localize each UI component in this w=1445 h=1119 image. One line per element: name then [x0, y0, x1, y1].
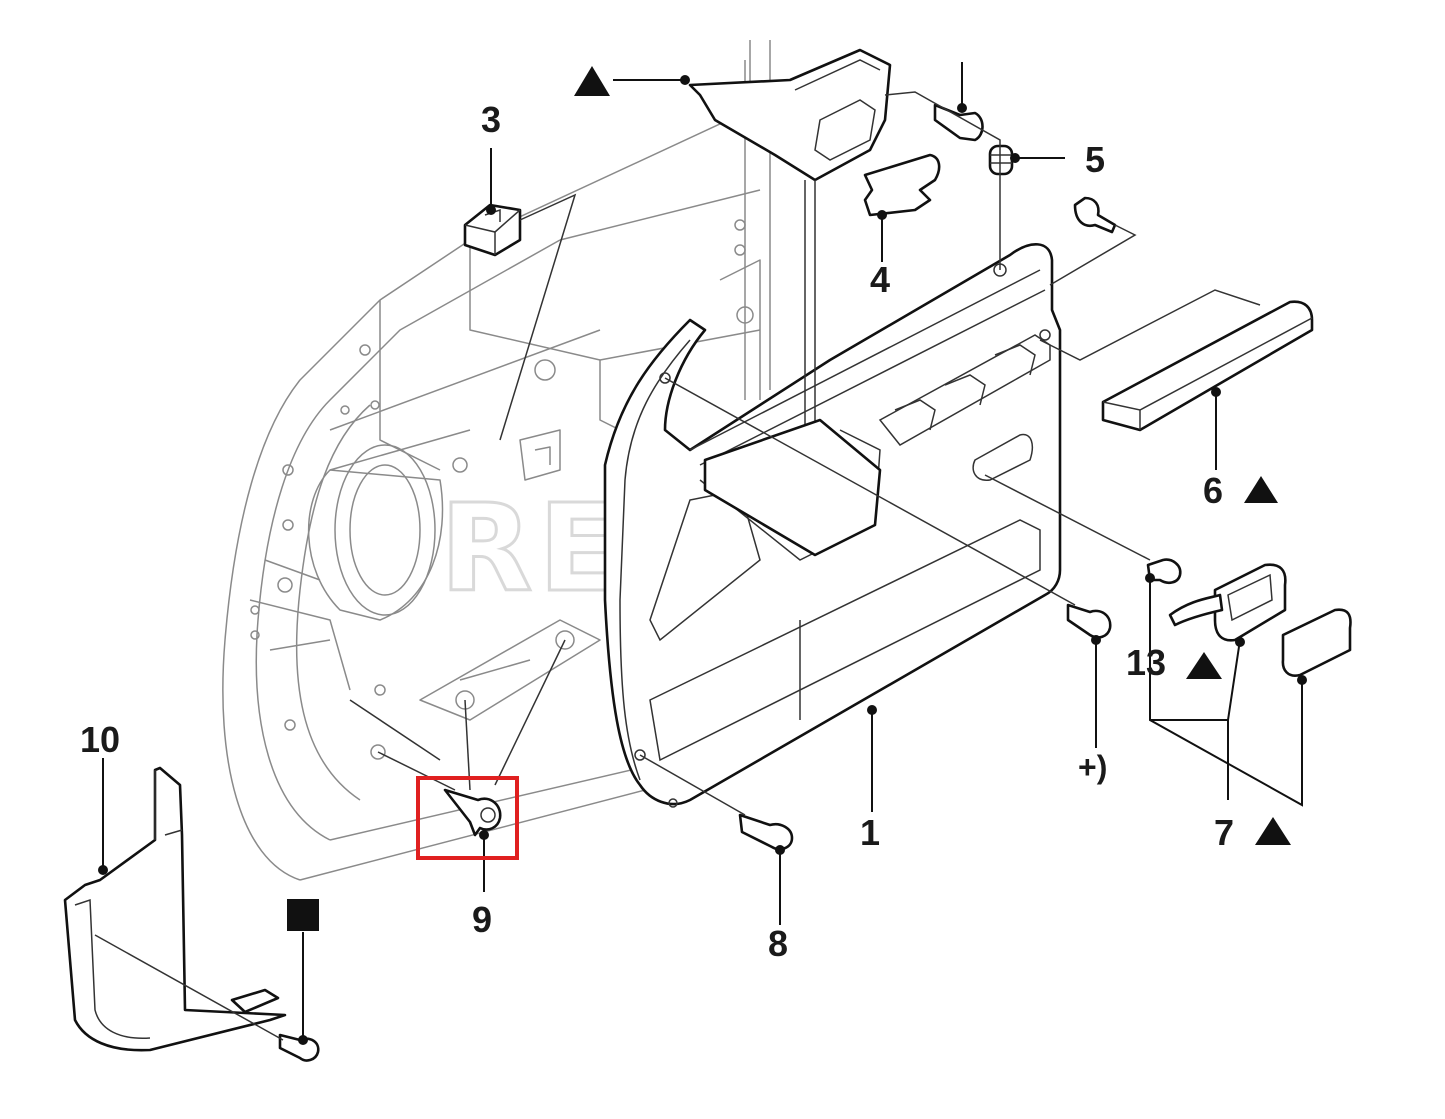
label-part-plus: +)	[1078, 749, 1107, 785]
upper-bracket	[688, 48, 892, 557]
triangle-marker-top	[574, 66, 610, 96]
screw-part-8	[738, 813, 794, 851]
assembly-guide-lines	[94, 91, 1261, 1041]
part-labels: 1 3 4 5 6 7 8 9 10 13 +)	[80, 99, 1234, 964]
handle-part-7	[1168, 563, 1352, 677]
label-part-10: 10	[80, 719, 120, 760]
triangle-marker-13	[1186, 652, 1222, 679]
label-part-3: 3	[481, 99, 501, 140]
label-part-8: 8	[768, 923, 788, 964]
screw-part-9	[443, 788, 502, 837]
label-part-4: 4	[870, 259, 890, 300]
clip-part-4	[863, 153, 941, 217]
label-part-6: 6	[1203, 470, 1223, 511]
triangle-marker-6	[1244, 476, 1278, 503]
triangle-marker-7	[1255, 817, 1291, 845]
screw-plus	[1066, 603, 1112, 639]
bracket-part-10	[63, 766, 287, 1052]
label-part-5: 5	[1085, 139, 1105, 180]
plug-part-5	[988, 144, 1014, 176]
label-part-1: 1	[860, 812, 880, 853]
screw-right-upper	[1073, 196, 1117, 234]
highlight-box-part-9	[416, 776, 519, 860]
symbols	[287, 66, 1291, 931]
screw-part-13	[1146, 558, 1182, 585]
leader-lines	[98, 62, 1307, 1045]
trim-strip-part-6	[1101, 300, 1314, 432]
square-marker	[287, 899, 319, 931]
label-part-7: 7	[1214, 812, 1234, 853]
label-part-13: 13	[1126, 642, 1166, 683]
label-part-9: 9	[472, 899, 492, 940]
screw-top	[933, 103, 984, 142]
